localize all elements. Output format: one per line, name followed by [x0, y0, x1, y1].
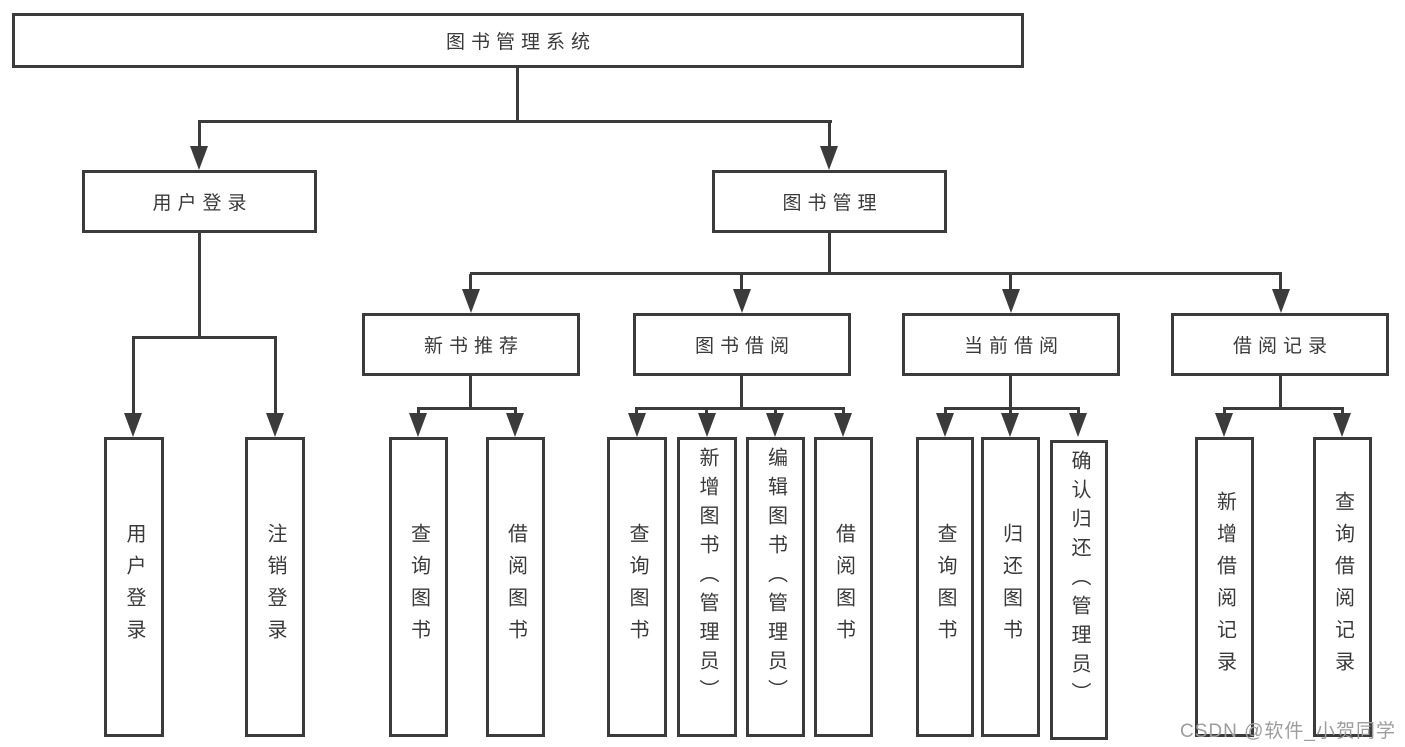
arrowhead-down-icon: [733, 289, 751, 313]
connector-line: [1009, 274, 1012, 291]
arrowhead-down-icon: [766, 413, 784, 437]
arrowhead-down-icon: [506, 413, 524, 437]
arrowhead-down-icon: [936, 413, 954, 437]
arrowhead-down-icon: [1272, 289, 1290, 313]
connector-line: [1009, 409, 1012, 415]
node-label: 用户登录: [123, 523, 145, 651]
connector-line: [1009, 376, 1012, 409]
leaf-confirm-return-admin: 确认归还（管理员）: [1050, 440, 1108, 740]
node-label: 当前借阅: [963, 336, 1064, 357]
connector-line: [828, 122, 831, 148]
connector-line: [944, 407, 1080, 410]
node-label: 用户登录: [152, 193, 253, 214]
connector-line: [514, 409, 517, 415]
node-label: 注销登录: [264, 523, 286, 651]
node-label: 新书推荐: [423, 336, 524, 357]
node-label: 查询借阅记录: [1331, 491, 1354, 683]
connector-line: [198, 122, 201, 148]
arrowhead-down-icon: [1001, 413, 1019, 437]
arrowhead-down-icon: [1069, 413, 1087, 437]
connector-line: [740, 376, 743, 409]
connector-line: [417, 407, 517, 410]
arrowhead-down-icon: [1002, 289, 1020, 313]
connector-line: [944, 409, 947, 415]
connector-line: [1077, 409, 1080, 415]
connector-line: [828, 233, 831, 275]
leaf-borrow-books: 借阅图书: [814, 437, 873, 737]
leaf-add-book-admin: 新增图书（管理员）: [677, 437, 737, 737]
connector-line: [198, 233, 201, 339]
connector-line: [1341, 409, 1344, 415]
arrowhead-down-icon: [1333, 413, 1351, 437]
connector-line: [469, 274, 472, 291]
node-label: 图书管理: [782, 193, 883, 214]
connector-line: [842, 409, 845, 415]
connector-line: [274, 338, 277, 415]
node-label: 借阅记录: [1232, 336, 1333, 357]
connector-line: [469, 376, 472, 409]
arrowhead-down-icon: [462, 289, 480, 313]
leaf-query-books-borrow: 查询图书: [607, 437, 667, 737]
arrowhead-down-icon: [409, 413, 427, 437]
connector-line: [132, 336, 277, 339]
node-label: 归还图书: [999, 523, 1022, 651]
node-label: 借阅图书: [832, 523, 855, 651]
arrowhead-down-icon: [190, 146, 208, 170]
node-label: 查询图书: [407, 523, 430, 651]
leaf-edit-book-admin: 编辑图书（管理员）: [746, 437, 805, 737]
leaf-query-books-newbook: 查询图书: [389, 437, 448, 737]
connector-line: [1279, 274, 1282, 291]
connector-line: [705, 409, 708, 415]
node-label: 查询图书: [934, 523, 956, 651]
node-new-book-recommendation: 新书推荐: [362, 313, 580, 376]
leaf-query-books-current: 查询图书: [916, 437, 974, 737]
connector-line: [198, 120, 832, 123]
node-user-login: 用户登录: [82, 170, 317, 233]
connector-line: [1279, 376, 1282, 409]
connector-line: [740, 274, 743, 291]
arrowhead-down-icon: [628, 413, 646, 437]
csdn-watermark: CSDN @软件_小贺同学: [1180, 721, 1396, 742]
leaf-borrow-books-newbook: 借阅图书: [486, 437, 545, 737]
connector-line: [516, 68, 519, 123]
node-borrowing-records: 借阅记录: [1171, 313, 1389, 376]
arrowhead-down-icon: [1215, 413, 1233, 437]
node-label: 新增借阅记录: [1213, 491, 1236, 683]
connector-line: [132, 338, 135, 415]
node-book-management: 图书管理: [712, 170, 947, 233]
leaf-return-books: 归还图书: [981, 437, 1040, 737]
arrowhead-down-icon: [834, 413, 852, 437]
leaf-logout: 注销登录: [245, 437, 305, 737]
node-label: 图书管理系统: [445, 32, 596, 53]
leaf-add-borrow-record: 新增借阅记录: [1195, 437, 1254, 737]
connector-line: [635, 409, 638, 415]
connector-line: [635, 407, 845, 410]
node-label: 新增图书（管理员）: [696, 447, 718, 708]
connector-line: [1223, 409, 1226, 415]
node-book-borrowing: 图书借阅: [633, 313, 851, 376]
node-current-borrowing: 当前借阅: [902, 313, 1120, 376]
arrowhead-down-icon: [124, 413, 142, 437]
connector-line: [470, 272, 1282, 275]
leaf-query-borrow-record: 查询借阅记录: [1313, 437, 1372, 737]
node-label: 确认归还（管理员）: [1068, 450, 1090, 711]
node-root-library-management-system: 图书管理系统: [12, 13, 1024, 68]
connector-line: [1223, 407, 1344, 410]
connector-line: [417, 409, 420, 415]
arrowhead-down-icon: [820, 146, 838, 170]
node-label: 借阅图书: [504, 523, 527, 651]
connector-line: [774, 409, 777, 415]
node-label: 查询图书: [626, 523, 648, 651]
arrowhead-down-icon: [266, 413, 284, 437]
leaf-user-login: 用户登录: [104, 437, 164, 737]
node-label: 编辑图书（管理员）: [764, 447, 787, 708]
arrowhead-down-icon: [698, 413, 716, 437]
node-label: 图书借阅: [694, 336, 795, 357]
